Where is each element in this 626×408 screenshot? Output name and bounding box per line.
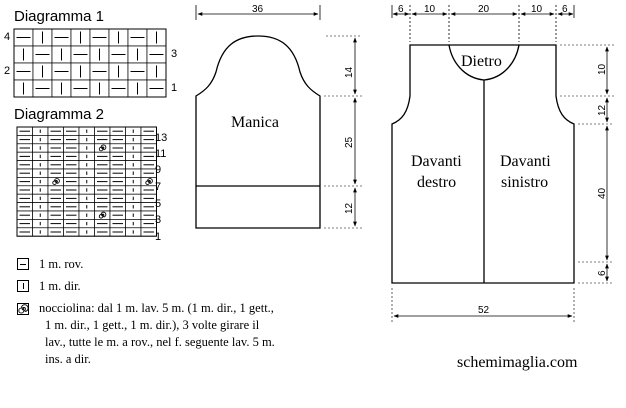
sleeve-body-measure: 25 [344, 136, 355, 148]
legend-purl: 1 m. rov. [39, 257, 84, 271]
diagram1-title: Diagramma 1 [14, 8, 104, 25]
diagram2-row-number-9: 9 [155, 164, 161, 176]
back-label: Dietro [461, 53, 502, 70]
front-right-label-line1: Davanti [411, 153, 462, 170]
sleeve-width-measure: 36 [252, 4, 264, 15]
legend-bobble-line-3: lav., tutte le m. a rov., nel f. seguent… [45, 335, 275, 349]
diagram1-row-number-4: 4 [4, 31, 10, 43]
diagram2-row-number-5: 5 [155, 198, 161, 210]
vest-top-measure-2: 10 [424, 4, 436, 15]
diagram2-row-number-3: 3 [155, 214, 161, 226]
vest-right-measure-1: 10 [597, 63, 608, 75]
vest-bottom-measure: 52 [478, 305, 490, 316]
sleeve-cuff-measure: 12 [344, 202, 355, 214]
sleeve-diagram: Manica 36 14 25 12 [195, 4, 362, 229]
diagram2-title: Diagramma 2 [14, 106, 104, 123]
bobble-stitch-mark [52, 178, 60, 185]
diagram1-row-number-1: 1 [171, 82, 177, 94]
vest-right-measure-2: 12 [597, 104, 608, 116]
vest-top-measure-4: 10 [531, 4, 543, 15]
chart-border [13, 28, 167, 98]
diagram2-row-number-7: 7 [155, 181, 161, 193]
bobble-symbol-icon [17, 303, 29, 315]
bobble-stitch-mark [98, 211, 107, 219]
vest-top-measure-1: 6 [398, 4, 404, 15]
chart-border [16, 126, 157, 237]
diagram2-row-number-11: 11 [155, 148, 166, 160]
sleeve-cap-measure: 14 [344, 66, 355, 78]
legend-bobble-line-4: ins. a dir. [45, 352, 91, 366]
diagram1-row-number-2: 2 [4, 65, 10, 77]
diagram1-row-number-3: 3 [171, 48, 177, 60]
diagram1-grid [13, 28, 167, 98]
bobble-stitch-mark [145, 178, 153, 185]
legend-knit: 1 m. dir. [39, 279, 81, 293]
site-credit: schemimaglia.com [457, 354, 578, 371]
purl-symbol-icon [17, 258, 29, 270]
vest-outline [391, 44, 575, 284]
diagram2-row-number-1: 1 [155, 231, 161, 243]
legend-bobble-line-2: 1 m. dir., 1 gett., 1 m. dir.), 3 volte … [45, 318, 260, 332]
knit-symbol-icon [17, 280, 29, 292]
sleeve-label: Manica [231, 114, 279, 131]
vest-top-measure-5: 6 [562, 4, 568, 15]
vest-right-measure-4: 6 [597, 270, 608, 276]
legend-bobble-line-1: nocciolina: dal 1 m. lav. 5 m. (1 m. dir… [39, 301, 274, 315]
vest-top-measure-3: 20 [478, 4, 490, 15]
front-left-label-line1: Davanti [500, 153, 551, 170]
vest-right-measure-3: 40 [597, 187, 608, 199]
vest-diagram: Dietro Davanti destro Davanti sinistro 6… [391, 4, 614, 323]
bobble-stitch-mark [98, 144, 107, 152]
diagram2-row-number-13: 13 [155, 132, 167, 144]
front-right-label-line2: destro [417, 174, 456, 191]
diagram2-grid [16, 126, 157, 237]
front-left-label-line2: sinistro [501, 174, 548, 191]
sleeve-outline [195, 35, 321, 229]
